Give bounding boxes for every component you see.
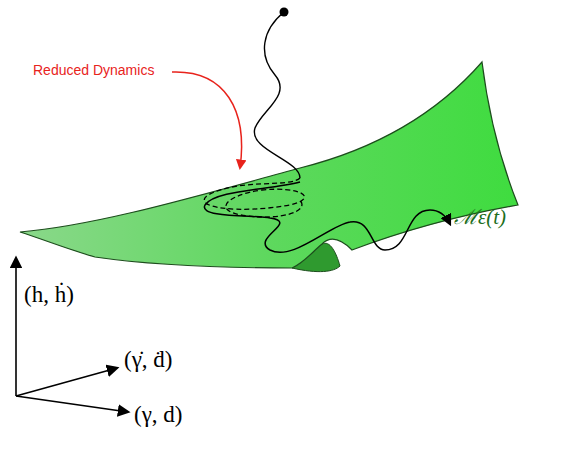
axis-arrow [16, 368, 117, 396]
axis-arrow [16, 396, 128, 412]
callout-label: Reduced Dynamics [33, 63, 154, 78]
manifold-label: ℳε(t) [454, 206, 506, 229]
trajectory [254, 12, 300, 178]
trajectory-on-manifold [204, 182, 450, 252]
axis-label: (γ, d) [134, 402, 182, 427]
callout-arrow [172, 72, 242, 168]
manifold-surface [20, 62, 518, 268]
axis-arrow [15, 258, 17, 396]
axis-label: (h, ḣ) [24, 282, 74, 307]
axis-label: (γ̇, ḋ) [124, 347, 172, 372]
